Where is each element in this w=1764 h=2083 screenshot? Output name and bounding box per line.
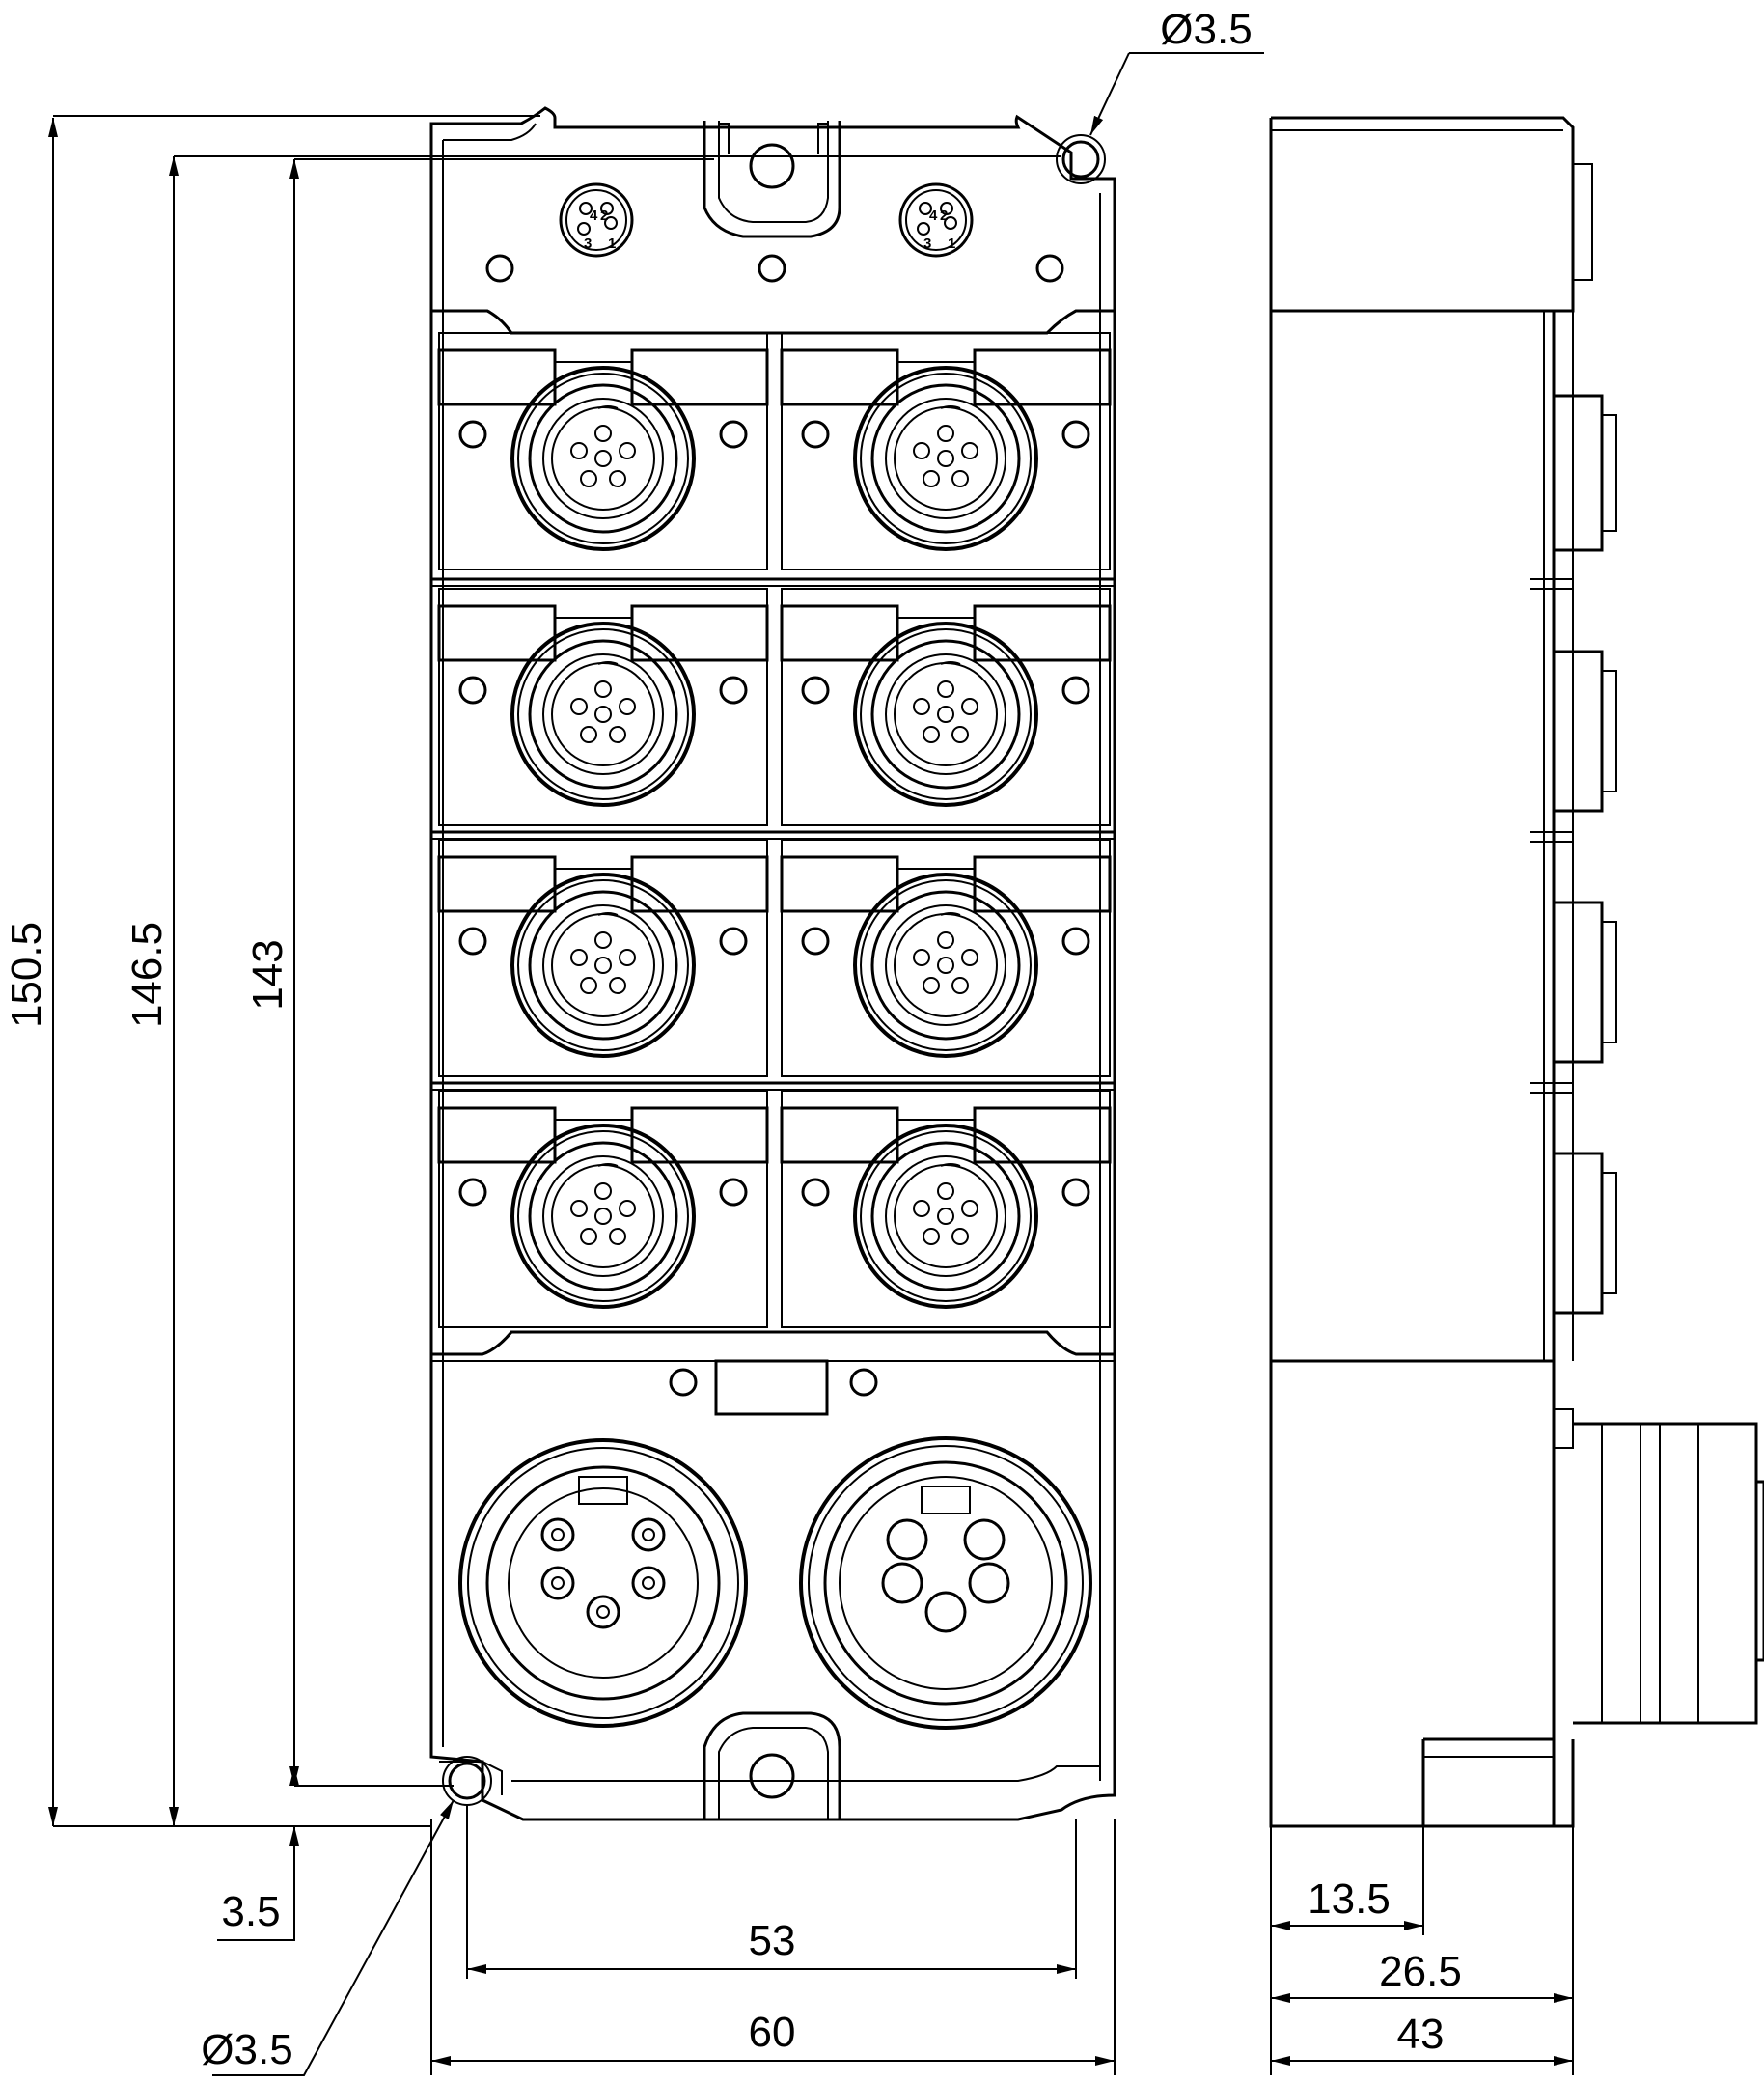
- top-mount-tab: [703, 121, 841, 238]
- m12-connector-icon: [439, 333, 767, 569]
- dimension-lines: [48, 52, 1574, 2076]
- pin-label-2: 2: [940, 208, 948, 224]
- dim-mount-height: 146.5: [124, 922, 171, 1028]
- slot-modules: [431, 333, 1115, 1327]
- dim-bottom-offset: 3.5: [221, 1888, 280, 1935]
- bottom-mount-tab: [703, 1711, 841, 1819]
- m12-connector-icon: [782, 1091, 1110, 1327]
- dimension-labels: 150.5 146.5 143 3.5 Ø3.5 Ø3.5 53 60 13.5…: [3, 6, 1462, 2073]
- pin-label-1: 1: [948, 236, 955, 252]
- dim-hole-top: Ø3.5: [1160, 6, 1252, 53]
- pin-label-3: 3: [584, 236, 592, 252]
- pin-label-3: 3: [923, 236, 931, 252]
- dim-mount-width: 53: [749, 1917, 796, 1964]
- m12-connector-icon: [439, 1091, 767, 1327]
- m12-connector-icon: [439, 840, 767, 1076]
- bottom-left-mounting-hole-icon: [439, 1755, 503, 1807]
- side-m12-connector-icon: [1530, 394, 1617, 590]
- side-power-connector-icon: [1554, 1408, 1764, 1725]
- dim-side-mid: 26.5: [1379, 1948, 1462, 1995]
- m12-connector-icon: [782, 840, 1110, 1076]
- side-m12-connector-icon: [1530, 901, 1617, 1094]
- dim-overall-depth: 43: [1397, 2011, 1445, 2058]
- 7-8-power-connector-icon: [458, 1438, 748, 1728]
- m12-connector-icon: [782, 333, 1110, 569]
- dim-side-offset: 13.5: [1308, 1875, 1391, 1923]
- side-m12-connector-icon: [1530, 650, 1617, 843]
- pin-label-4: 4: [929, 208, 938, 224]
- m12-connector-icon: [782, 589, 1110, 825]
- m12-connector-icon: [439, 589, 767, 825]
- dim-body-height: 143: [244, 939, 291, 1010]
- side-view: [1269, 116, 1764, 1828]
- side-m12-connector-icon: [1554, 1152, 1617, 1315]
- dim-hole-bottom: Ø3.5: [201, 2026, 292, 2073]
- top-right-mounting-hole-icon: [1055, 133, 1107, 185]
- dim-overall-height: 150.5: [3, 922, 50, 1028]
- dim-overall-width: 60: [749, 2009, 796, 2056]
- m8-connector-icon: 4 2 3 1: [898, 182, 974, 258]
- pin-label-4: 4: [590, 208, 598, 224]
- m8-connector-icon: 4 2 3 1: [559, 182, 634, 258]
- power-section: [458, 1359, 1092, 1730]
- front-view: 4 2 3 1 4 2 3 1: [429, 106, 1116, 1821]
- pin-label-1: 1: [608, 236, 616, 252]
- 7-8-power-connector-icon: [799, 1436, 1092, 1730]
- pin-label-2: 2: [600, 208, 608, 224]
